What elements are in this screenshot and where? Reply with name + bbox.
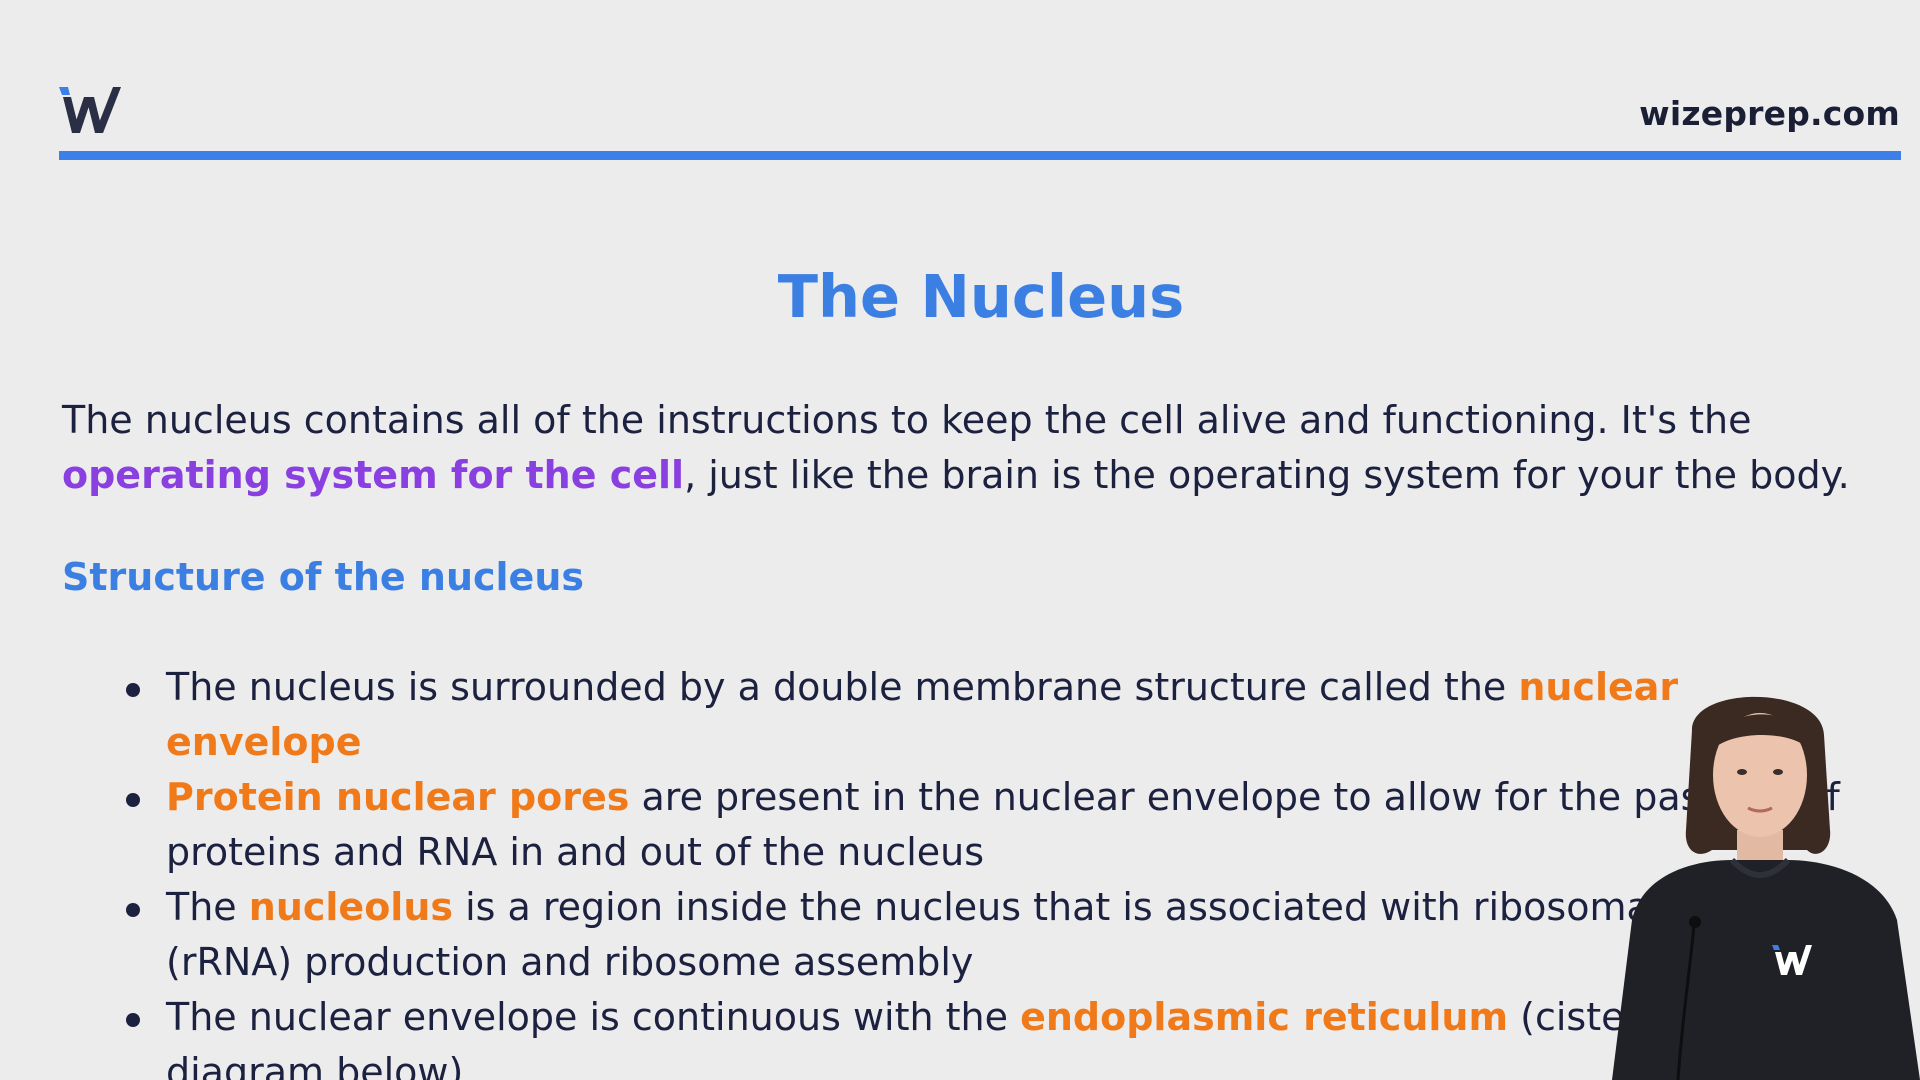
intro-text-1: The nucleus contains all of the instruct… (62, 398, 1752, 442)
bullet-text: is a region inside the nucleus that is a… (166, 885, 1754, 984)
bullet-text: The nucleus is surrounded by a double me… (166, 665, 1519, 709)
bullet-list: The nucleus is surrounded by a double me… (120, 660, 1860, 1080)
bullet-item: Protein nuclear pores are present in the… (120, 770, 1860, 880)
intro-highlight: operating system for the cell (62, 453, 685, 497)
bullet-item: The nucleolus is a region inside the nuc… (120, 880, 1860, 990)
bullet-dot-icon (126, 683, 140, 697)
header-divider (59, 151, 1901, 160)
intro-text-2: , just like the brain is the operating s… (684, 453, 1850, 497)
bullet-highlight: Protein nuclear pores (166, 775, 630, 819)
bullet-dot-icon (126, 903, 140, 917)
bullet-text: The (166, 885, 249, 929)
bullet-text: The nuclear envelope is continuous with … (166, 995, 1021, 1039)
bullet-dot-icon (126, 1013, 140, 1027)
site-url[interactable]: wizeprep.com (1639, 94, 1900, 133)
bullet-highlight: nucleolus (248, 885, 453, 929)
bullet-item: The nucleus is surrounded by a double me… (120, 660, 1860, 770)
bullet-text: are present in the nuclear envelope to a… (166, 775, 1840, 874)
bullet-highlight: nuclear envelope (166, 665, 1679, 764)
wizeprep-logo-icon (59, 87, 121, 133)
bullet-item: The nuclear envelope is continuous with … (120, 990, 1860, 1080)
bullet-highlight: endoplasmic reticulum (1020, 995, 1509, 1039)
presenter-video-icon (1612, 696, 1920, 1080)
section-heading: Structure of the nucleus (62, 555, 584, 599)
slide-title: The Nucleus (777, 262, 1185, 331)
intro-paragraph: The nucleus contains all of the instruct… (62, 393, 1892, 503)
bullet-dot-icon (126, 793, 140, 807)
